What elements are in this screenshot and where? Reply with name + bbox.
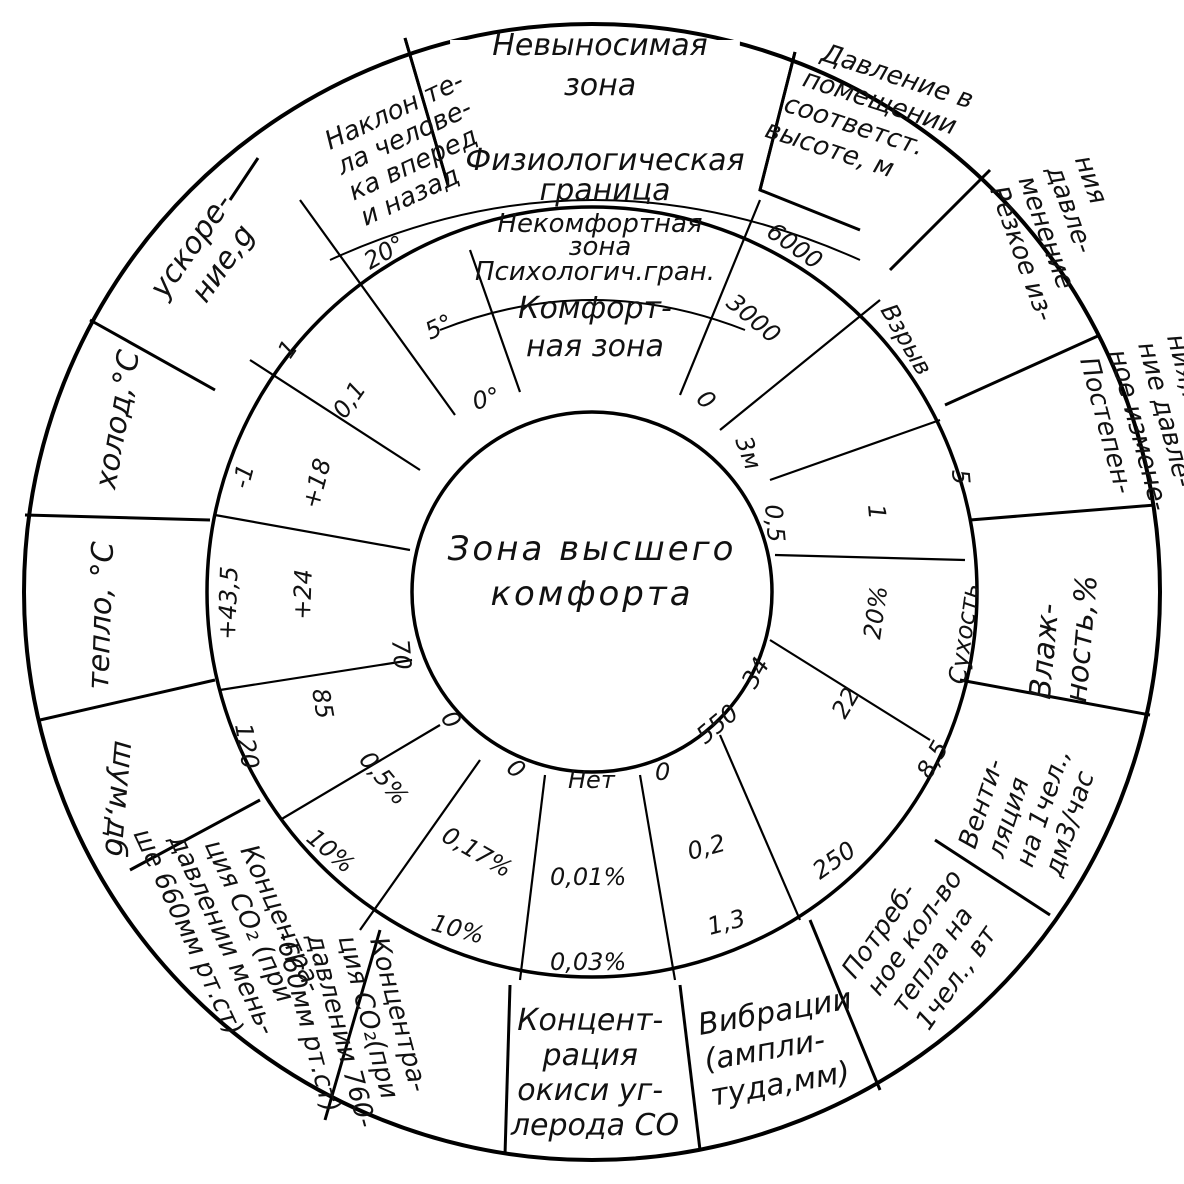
comfort-line1: Комфорт- — [518, 291, 672, 326]
uncomfortable-line1: Некомфортная — [497, 209, 702, 239]
tick-co-003: 0,03% — [550, 948, 626, 976]
psychological-label: Психологич.гран. — [475, 257, 715, 287]
sector-gradual-pressure: Постепен- ное измене- ние давле- ния,м/с… — [1073, 331, 1184, 530]
tick-heat-435: +43,5 — [213, 566, 244, 640]
tick-heat-24: +24 — [288, 569, 318, 621]
sector-cold: холод,°С — [88, 348, 147, 493]
radial-scale-lines — [214, 199, 966, 981]
tick-sudden-3m: 3м — [729, 432, 767, 473]
sector-ventilation: Венти- ляция на 1чел., дм3/час — [953, 719, 1108, 881]
tick-co-none: Нет — [568, 766, 616, 794]
tick-hum-dry: Сухость — [943, 582, 985, 686]
outer-dividers — [24, 37, 1156, 1156]
tick-vib-13: 1,3 — [704, 904, 748, 941]
uncomfortable-line2: зона — [569, 232, 632, 262]
tick-hum-20: 20% — [858, 584, 893, 641]
physiological-line2: граница — [539, 173, 670, 208]
tick-vib-0: 0 — [655, 758, 670, 786]
sector-accel: ускоре- ние,g — [142, 179, 275, 326]
tick-noise-85: 85 — [306, 686, 339, 721]
tick-heatneed-250: 250 — [807, 836, 861, 885]
inner-ring — [410, 410, 774, 774]
sector-sudden-pressure: Резкое из- менение давле- ния — [983, 150, 1147, 333]
center-label-line1: Зона высшего — [448, 529, 737, 569]
comfort-line2: ная зона — [526, 329, 664, 364]
center-label-line2: комфорта — [490, 574, 693, 614]
tick-vent-34: 34 — [736, 653, 776, 693]
tick-co2760-017: 0,17% — [437, 821, 517, 883]
tick-noise-120: 120 — [229, 721, 265, 771]
tick-grad-1: 1 — [862, 503, 891, 521]
unbearable-gap — [450, 40, 740, 190]
tick-grad-5: 5 — [946, 468, 975, 486]
tick-accel-01: 0,1 — [327, 376, 372, 423]
tick-heatneed-550: 550 — [691, 699, 744, 750]
tick-room-0: 0 — [691, 384, 722, 415]
sector-humidity: Влаж- ность,% — [1023, 570, 1105, 703]
tick-vent-22: 22 — [826, 683, 866, 723]
unbearable-zone-line1: Невыносимая — [492, 28, 707, 63]
tick-co2low-0: 0 — [435, 705, 467, 734]
tick-accel-1: 1 — [272, 335, 304, 364]
tick-vib-02: 0,2 — [684, 829, 728, 866]
tick-co2low-10: 10% — [301, 823, 360, 879]
sector-co: Концент- рация окиси уг- лерода CO — [510, 1003, 679, 1143]
tick-tilt-0: 0° — [469, 382, 503, 416]
tick-tilt-20: 20° — [359, 230, 410, 276]
sector-vibration: Вибрации (ампли- туда,мм) — [695, 980, 876, 1114]
psychological-arc — [439, 299, 746, 331]
tick-grad-05: 0,5 — [759, 503, 790, 543]
sector-heat: тепло, °С — [81, 541, 121, 690]
tick-cold-18: +18 — [297, 455, 337, 511]
physiological-line1: Физиологическая — [465, 143, 744, 178]
tick-noise-70: 70 — [386, 638, 417, 671]
tick-room-3000: 3000 — [721, 288, 786, 349]
tick-co2low-05: 0,5% — [353, 746, 414, 811]
middle-ring — [205, 205, 979, 979]
sector-co2-760: Концентра- ция CO₂(при давлении 760- -66… — [269, 905, 441, 1147]
unbearable-zone-line2: зона — [564, 68, 636, 103]
top-notch — [403, 37, 861, 232]
sector-heat-need: Потреб- ное кол-во тепла на 1чел., вт — [836, 840, 1023, 1035]
tick-tilt-5: 5° — [421, 309, 458, 346]
physiological-arc — [329, 199, 861, 261]
tick-cold-m1: -1 — [227, 461, 260, 491]
tick-co-001: 0,01% — [550, 863, 626, 891]
outer-ring — [22, 22, 1162, 1162]
